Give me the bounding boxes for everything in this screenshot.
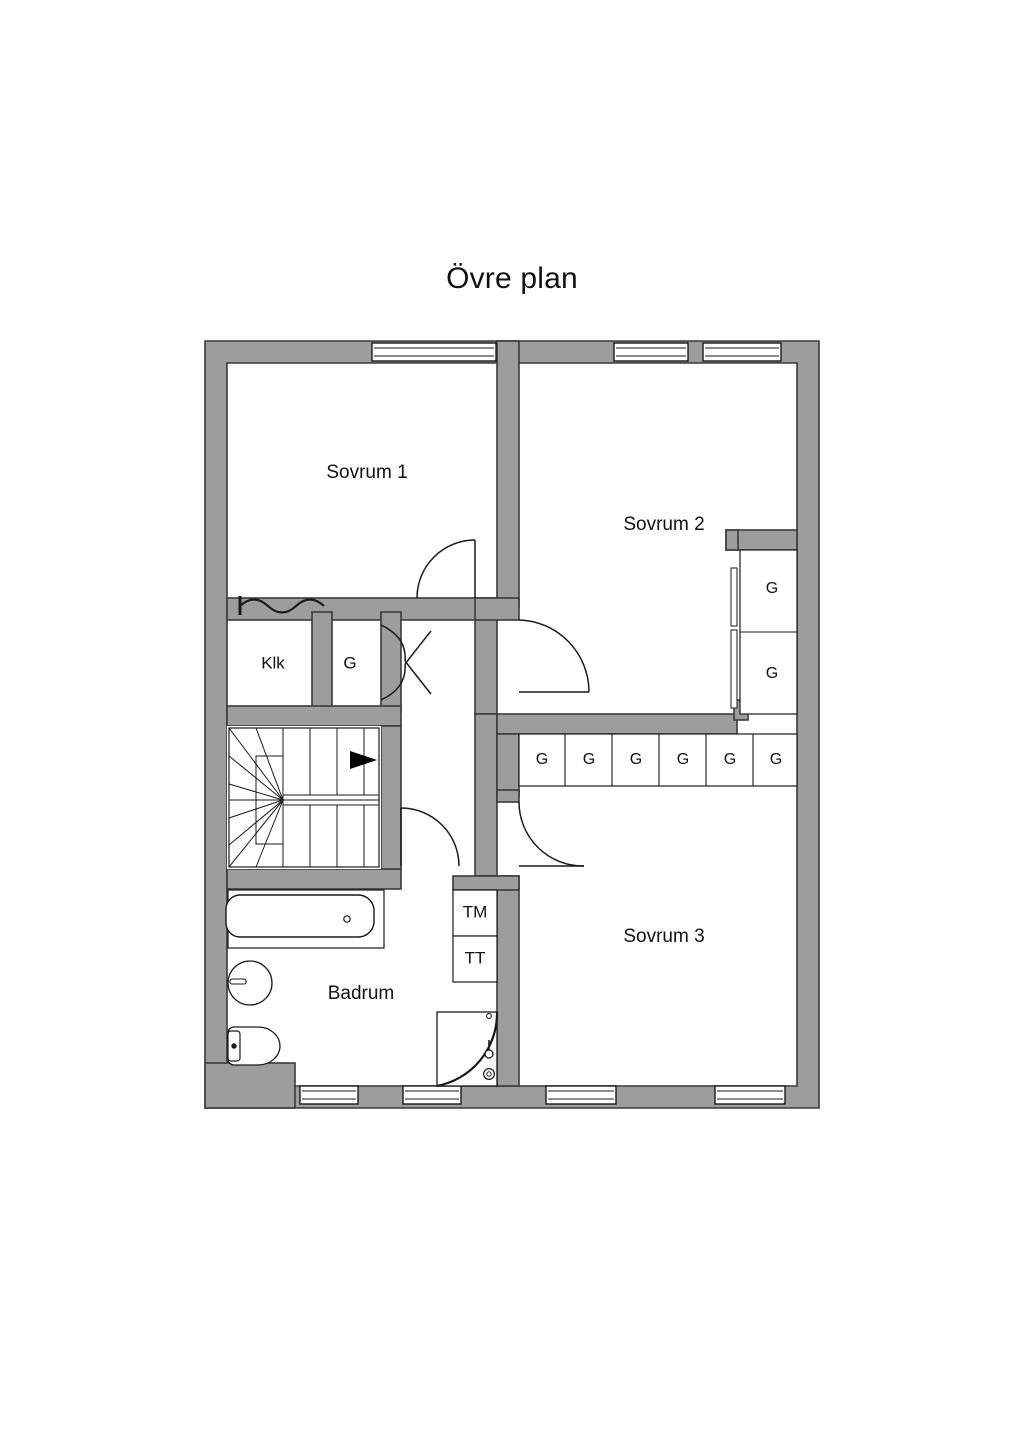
wall-vertical-upper-spine: [496, 340, 520, 608]
hall-closet-row: [518, 733, 798, 787]
wall-hall-spine-b: [474, 713, 498, 877]
wall-hall-closet-bottom: [496, 789, 520, 803]
room-label-klk: Klk: [261, 653, 285, 672]
closet-label-hall-6: G: [770, 751, 782, 768]
wall-door-reveal-sovrum1: [474, 597, 520, 621]
window-top-2: [613, 342, 689, 362]
closet-label-hall-single: G: [343, 653, 356, 672]
window-top-1: [371, 342, 497, 362]
closet-label-hall-5: G: [724, 751, 736, 768]
room-label-badrum: Badrum: [328, 983, 395, 1004]
wall-below-stairs: [226, 868, 402, 890]
door-g-hall[interactable]: [380, 624, 432, 701]
window-bottom-3: [545, 1085, 617, 1105]
windows-group: [299, 342, 786, 1105]
room-label-sovrum-3: Sovrum 3: [623, 926, 704, 947]
door-klk[interactable]: [238, 596, 325, 615]
wall-above-laundry: [452, 875, 520, 891]
doors-group: [238, 539, 590, 867]
door-sovrum-2[interactable]: [518, 619, 590, 693]
closet-label-sovrum2-1: G: [766, 580, 778, 597]
staircase: [227, 726, 381, 869]
window-bottom-1: [299, 1085, 359, 1105]
closet-label-hall-2: G: [583, 751, 595, 768]
wall-klk-divider: [311, 611, 333, 713]
door-badrum[interactable]: [400, 807, 460, 867]
door-sovrum-3[interactable]: [518, 801, 585, 867]
stair-direction-arrow: [350, 751, 377, 769]
window-bottom-2: [402, 1085, 462, 1105]
laundry-boxes: [452, 889, 498, 983]
closet-label-hall-4: G: [677, 751, 689, 768]
labels-group: Sovrum 1 Sovrum 2 Sovrum 3 Badrum Klk G …: [261, 462, 782, 1004]
room-label-sovrum-1: Sovrum 1: [326, 462, 407, 483]
bathtub: [225, 889, 385, 949]
wall-hall-closet-left: [496, 733, 520, 797]
window-bottom-4: [714, 1085, 786, 1105]
wall-left-closet-column: [725, 529, 739, 551]
closet-label-hall-3: G: [630, 751, 642, 768]
wall-right-of-stairs: [380, 725, 402, 870]
walls-group: [204, 340, 820, 1109]
closet-label-hall-1: G: [536, 751, 548, 768]
appliance-label-tm: TM: [463, 902, 488, 921]
closet-label-sovrum2-2: G: [766, 665, 778, 682]
page-title: Övre plan: [446, 262, 578, 295]
wall-block-bottom-left: [204, 1062, 296, 1109]
room-label-sovrum-2: Sovrum 2: [623, 514, 704, 535]
wall-above-stairs: [226, 705, 402, 727]
door-sovrum-1[interactable]: [416, 539, 476, 599]
toilet: [227, 1026, 281, 1066]
wall-sovrum2-bottom: [496, 713, 738, 735]
wall-right-of-laundry: [496, 875, 520, 1087]
wall-under-sovrum1: [226, 597, 478, 621]
shower-cabin: [436, 1011, 499, 1088]
bathroom-fixtures: [225, 889, 499, 1088]
window-top-3: [702, 342, 782, 362]
appliance-label-tt: TT: [465, 948, 486, 967]
sovrum2-closet-column: [730, 549, 798, 715]
wash-basin: [227, 960, 273, 1006]
